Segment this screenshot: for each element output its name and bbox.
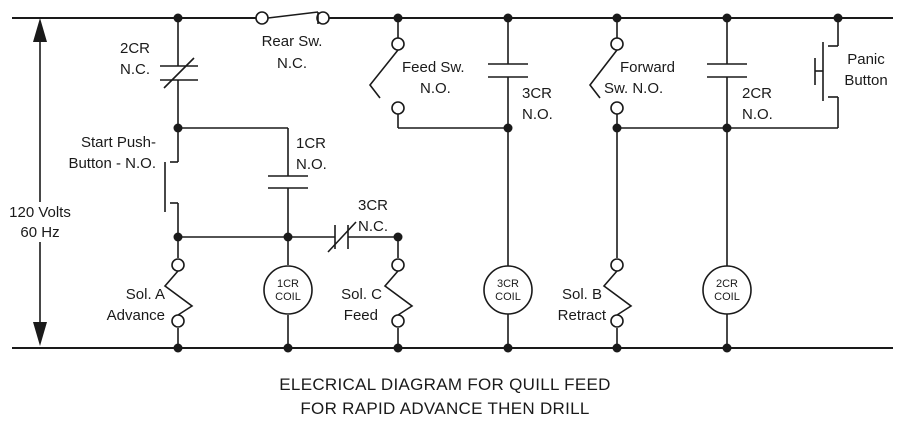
supply-voltage-arrow	[33, 18, 47, 346]
forward-switch-no	[588, 37, 624, 115]
svg-text:Sol. C: Sol. C	[341, 286, 382, 303]
solenoid-c-label: Sol. C Feed	[341, 286, 382, 324]
svg-text:Advance: Advance	[107, 307, 165, 324]
start-push-button-label: Start Push- Button - N.O.	[68, 134, 156, 172]
coil-3cr: 3CR COIL	[483, 265, 533, 315]
svg-text:2CR: 2CR	[120, 40, 150, 57]
svg-text:2CR: 2CR	[742, 85, 772, 102]
panic-button	[814, 42, 838, 101]
coil-1cr: 1CR COIL	[263, 265, 313, 315]
start-push-button-no	[164, 161, 178, 212]
forward-switch-label: Forward Sw. N.O.	[604, 59, 675, 97]
svg-text:N.C.: N.C.	[120, 61, 150, 78]
svg-text:120 Volts: 120 Volts	[9, 204, 71, 221]
svg-text:Retract: Retract	[558, 307, 607, 324]
svg-text:1CR: 1CR	[296, 135, 326, 152]
contact-2cr-no	[707, 63, 747, 78]
rear-switch-nc	[255, 11, 330, 25]
svg-text:Sol. B: Sol. B	[562, 286, 602, 303]
svg-text:N.C.: N.C.	[358, 218, 388, 235]
contact-2cr-no-label: 2CR N.O.	[742, 85, 773, 123]
contact-1cr-no-label: 1CR N.O.	[296, 135, 327, 173]
svg-text:3CR: 3CR	[358, 197, 388, 214]
svg-text:3CR: 3CR	[497, 278, 519, 290]
svg-text:3CR: 3CR	[522, 85, 552, 102]
svg-text:60 Hz: 60 Hz	[20, 224, 59, 241]
coil-2cr: 2CR COIL	[702, 265, 752, 315]
svg-text:N.O.: N.O.	[420, 80, 451, 97]
solenoid-a-advance	[163, 258, 194, 328]
svg-text:N.O.: N.O.	[296, 156, 327, 173]
svg-text:Sol. A: Sol. A	[126, 286, 165, 303]
solenoid-b-label: Sol. B Retract	[558, 286, 607, 324]
svg-text:1CR: 1CR	[277, 278, 299, 290]
rear-switch-label: Rear Sw. N.C.	[262, 33, 323, 72]
svg-text:Sw. N.O.: Sw. N.O.	[604, 80, 663, 97]
svg-text:COIL: COIL	[714, 291, 740, 303]
svg-text:Start Push-: Start Push-	[81, 134, 156, 151]
svg-text:Feed: Feed	[344, 307, 378, 324]
panic-button-label: Panic Button	[844, 51, 887, 89]
feed-switch-no	[368, 37, 405, 115]
svg-text:N.C.: N.C.	[277, 55, 307, 72]
svg-text:COIL: COIL	[495, 291, 521, 303]
svg-text:Panic: Panic	[847, 51, 885, 68]
svg-text:Button - N.O.: Button - N.O.	[68, 155, 156, 172]
contact-3cr-nc-label: 3CR N.C.	[358, 197, 388, 235]
caption-line-2: FOR RAPID ADVANCE THEN DRILL	[300, 399, 589, 418]
svg-text:COIL: COIL	[275, 291, 301, 303]
feed-switch-label: Feed Sw. N.O.	[402, 59, 465, 97]
caption-line-1: ELECRICAL DIAGRAM FOR QUILL FEED	[279, 375, 610, 394]
junction-dots	[173, 13, 843, 353]
supply-voltage-label: 120 Volts 60 Hz	[2, 202, 82, 242]
contact-2cr-nc-label: 2CR N.C.	[120, 40, 150, 78]
solenoid-c-feed	[383, 258, 414, 328]
contact-2cr-nc	[160, 57, 198, 89]
svg-text:2CR: 2CR	[716, 278, 738, 290]
svg-text:Button: Button	[844, 72, 887, 89]
svg-text:N.O.: N.O.	[742, 106, 773, 123]
contact-3cr-nc	[327, 221, 357, 253]
svg-text:Feed Sw.: Feed Sw.	[402, 59, 465, 76]
contact-1cr-no	[268, 175, 308, 189]
solenoid-a-label: Sol. A Advance	[107, 286, 165, 324]
svg-text:N.O.: N.O.	[522, 106, 553, 123]
svg-text:Forward: Forward	[620, 59, 675, 76]
contact-3cr-no-label: 3CR N.O.	[522, 85, 553, 123]
svg-text:Rear Sw.: Rear Sw.	[262, 33, 323, 50]
solenoid-b-retract	[602, 258, 633, 328]
branch-left-wiring	[177, 18, 398, 348]
contact-3cr-no	[488, 63, 528, 78]
